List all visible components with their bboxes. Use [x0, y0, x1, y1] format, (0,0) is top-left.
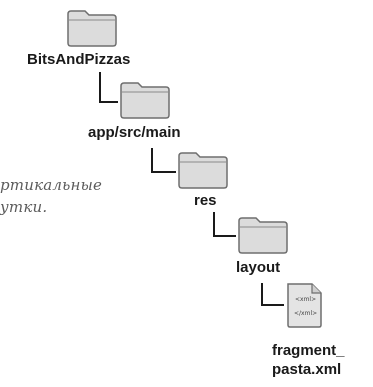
connector-res-to-layout: [213, 212, 236, 237]
xml-file-icon: <xml> </xml>: [284, 282, 324, 328]
folder-label-app-src-main: app/src/main: [88, 124, 181, 141]
file-label-line2: pasta.xml: [272, 361, 342, 378]
connector-layout-to-file: [261, 283, 284, 306]
folder-label-res: res: [194, 192, 217, 209]
folder-label-layout: layout: [236, 259, 281, 276]
folder-icon: [178, 152, 228, 189]
folder-icon: [238, 217, 288, 254]
connector-app-to-res: [151, 148, 176, 173]
folder-icon: [67, 10, 117, 47]
xml-open-tag: <xml>: [295, 296, 317, 303]
xml-close-tag: </xml>: [294, 310, 318, 317]
annotation-line1: ртикальные: [0, 176, 103, 194]
file-label-line1: fragment_: [272, 342, 345, 359]
folder-icon: [120, 82, 170, 119]
connector-root-to-app: [99, 72, 118, 103]
annotation-line2: утки.: [0, 198, 48, 216]
folder-label-root: BitsAndPizzas: [27, 51, 131, 68]
